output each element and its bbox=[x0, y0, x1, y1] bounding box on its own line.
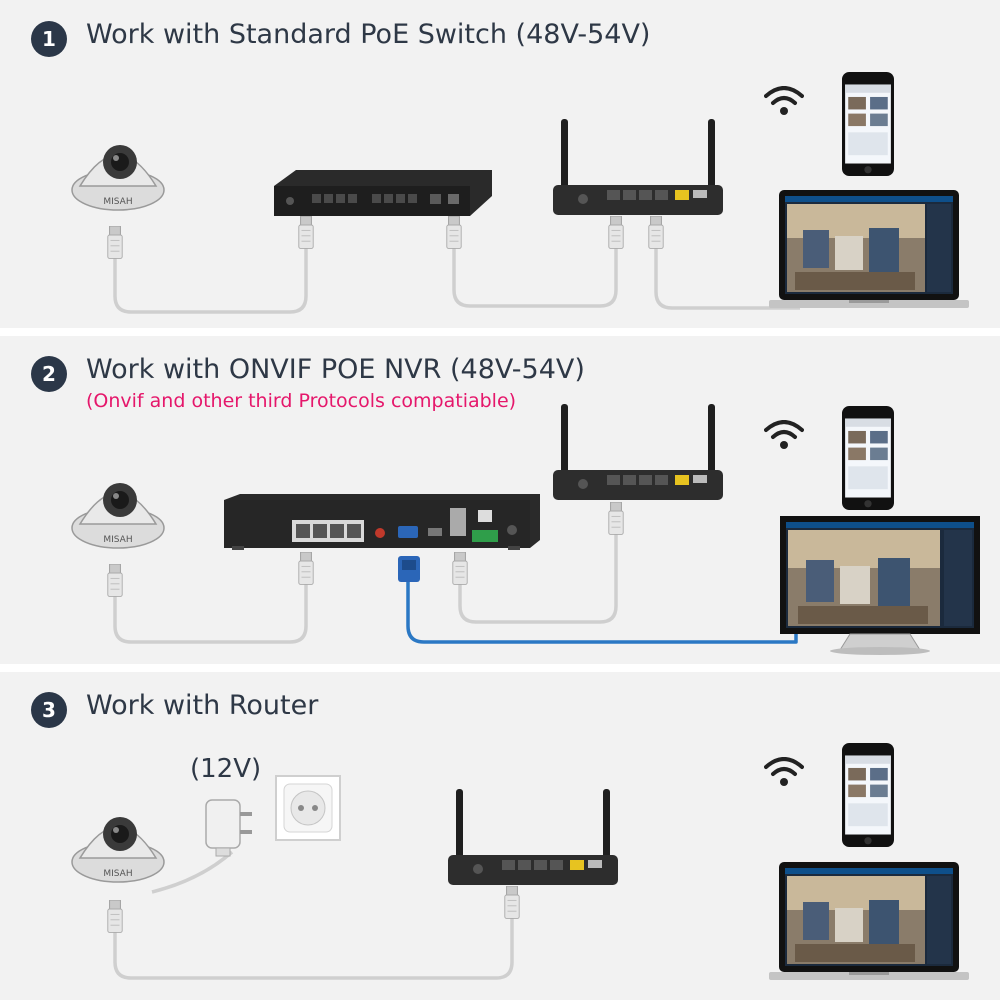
wall-socket-icon bbox=[275, 775, 341, 841]
section-3-number-badge: 3 bbox=[31, 692, 67, 728]
wifi-signal-icon bbox=[764, 757, 804, 787]
rj45-plug-router-b-1 bbox=[648, 216, 664, 249]
section-2-cables bbox=[113, 530, 798, 644]
section-3-cables bbox=[113, 850, 514, 980]
section-2-number-badge: 2 bbox=[31, 356, 67, 392]
vga-connector-icon bbox=[398, 556, 420, 582]
laptop-icon bbox=[769, 862, 969, 980]
power-adapter-icon bbox=[205, 799, 252, 857]
wifi-signal-icon bbox=[764, 420, 804, 450]
rj45-plug-nvr-poe-2 bbox=[298, 552, 314, 585]
rj45-plug-router-a-1 bbox=[608, 216, 624, 249]
poe-switch-icon bbox=[274, 170, 492, 216]
wifi-router-icon bbox=[553, 119, 723, 215]
rj45-plug-router-3 bbox=[504, 886, 520, 919]
section-2-subtitle: (Onvif and other third Protocols compati… bbox=[86, 390, 517, 412]
voltage-label: (12V) bbox=[190, 754, 262, 784]
smartphone-icon bbox=[842, 406, 894, 510]
rj45-plug-camera-1 bbox=[107, 226, 123, 259]
wifi-signal-icon bbox=[764, 86, 804, 116]
rj45-plug-switch-in-1 bbox=[298, 216, 314, 249]
section-3-title: Work with Router bbox=[86, 690, 319, 721]
smartphone-icon bbox=[842, 72, 894, 176]
wifi-router-icon bbox=[553, 404, 723, 500]
dome-camera-icon bbox=[71, 816, 165, 883]
rj45-plug-nvr-lan-2 bbox=[452, 552, 468, 585]
section-1-number-badge: 1 bbox=[31, 21, 67, 57]
section-1-title: Work with Standard PoE Switch (48V-54V) bbox=[86, 19, 651, 50]
wifi-router-icon bbox=[448, 789, 618, 885]
rj45-plug-camera-2 bbox=[107, 564, 123, 597]
dome-camera-icon bbox=[71, 482, 165, 549]
monitor-icon bbox=[780, 516, 980, 656]
rj45-plug-switch-out-1 bbox=[446, 216, 462, 249]
section-2-title: Work with ONVIF POE NVR (48V-54V) bbox=[86, 354, 585, 385]
smartphone-icon bbox=[842, 743, 894, 847]
rj45-plug-camera-3 bbox=[107, 900, 123, 933]
section-1-cables bbox=[113, 240, 800, 314]
rj45-plug-router-2 bbox=[608, 502, 624, 535]
nvr-icon bbox=[224, 494, 540, 550]
dome-camera-icon bbox=[71, 144, 165, 211]
laptop-icon bbox=[769, 190, 969, 308]
